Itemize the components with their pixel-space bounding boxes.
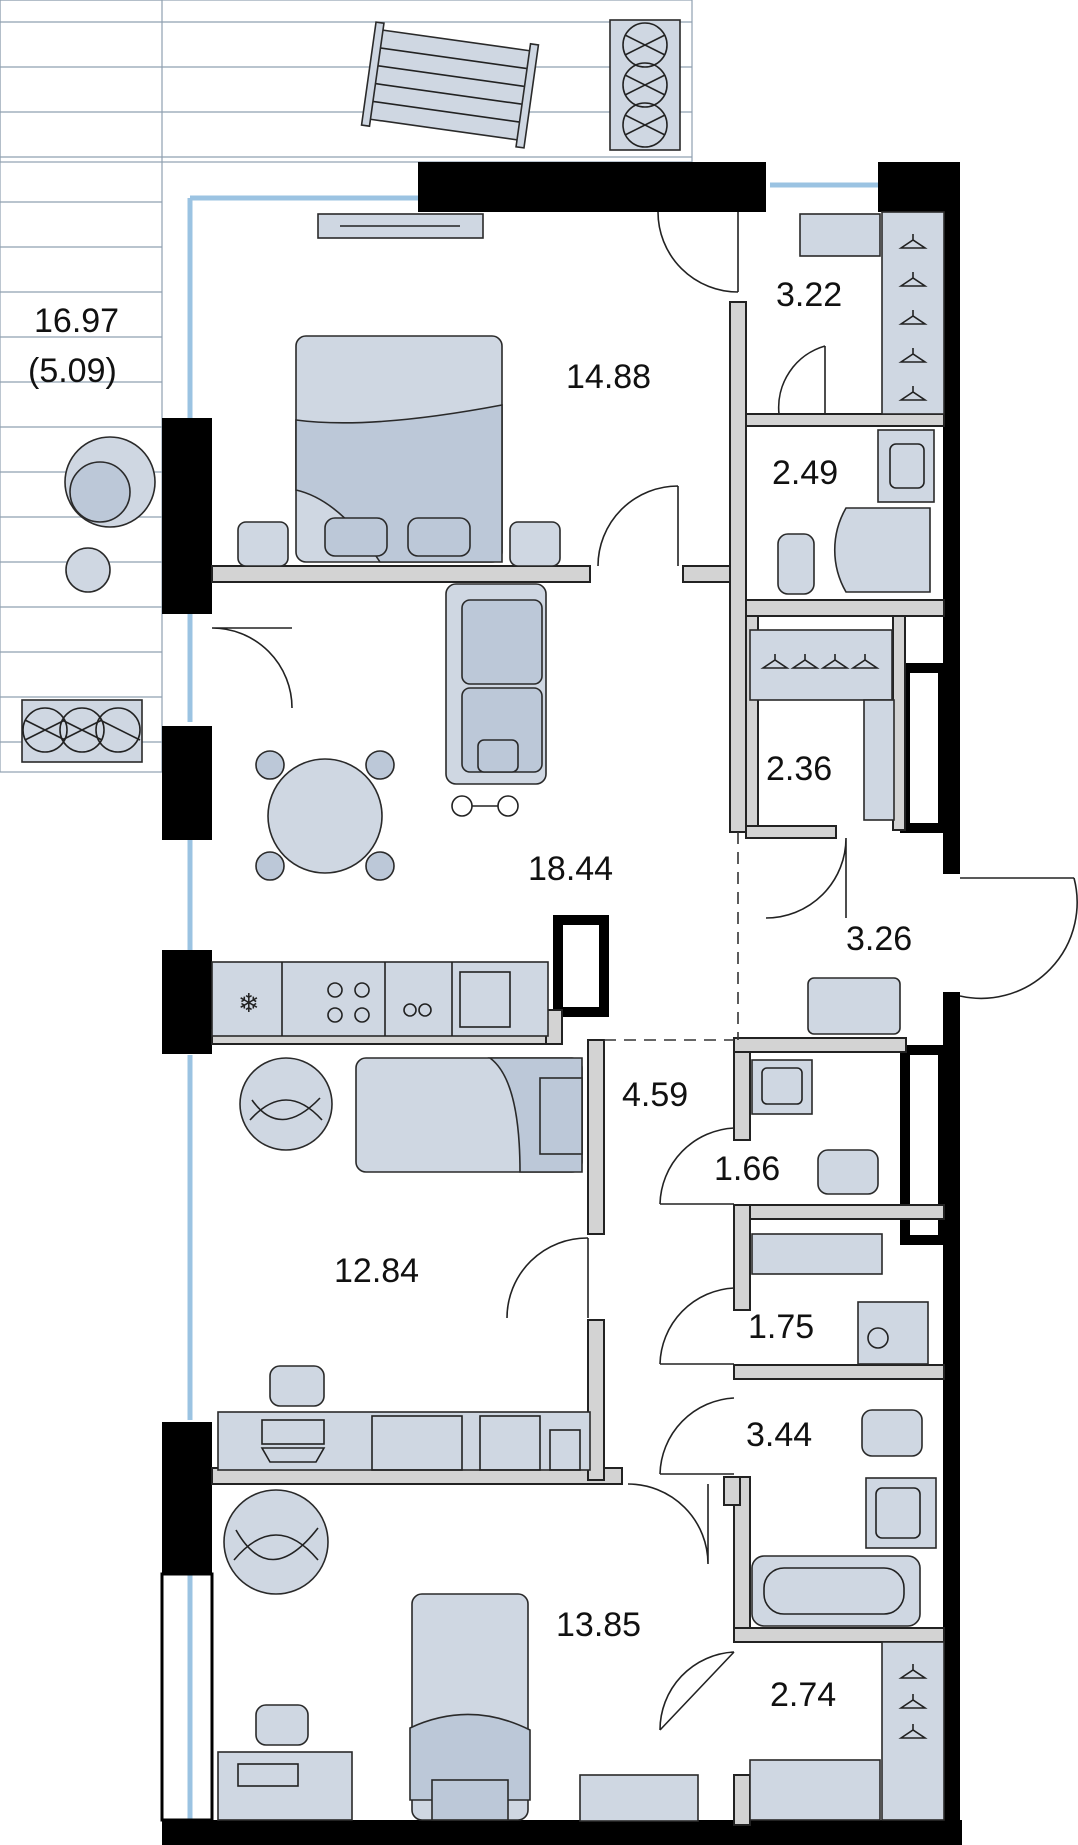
floor-lamp-icon	[451, 795, 519, 817]
closet-top-area-label: 3.22	[776, 276, 842, 314]
bench-icon	[807, 977, 901, 1035]
hanger-icon	[850, 654, 880, 669]
laundry-area-label: 1.75	[748, 1308, 814, 1346]
hanger-icon	[898, 272, 928, 287]
closet-bottom-area-label: 2.74	[770, 1676, 836, 1714]
armchair-icon	[239, 1057, 333, 1151]
hanger-icon	[790, 654, 820, 669]
closet-mid-area-label: 2.36	[766, 750, 832, 788]
toilet-icon	[817, 1149, 879, 1195]
zone-separator	[604, 832, 739, 1041]
exterior-walls	[160, 162, 962, 1845]
bed-icon	[355, 1057, 583, 1173]
bathroom-top-area-label: 2.49	[772, 454, 838, 492]
sink-icon	[877, 429, 935, 503]
hanger-icon	[898, 1694, 928, 1709]
bed-icon	[409, 1593, 531, 1821]
window-glazing	[187, 182, 880, 1838]
balcony-reduced-area-label: (5.09)	[28, 352, 117, 390]
bedroom-third-area-label: 13.85	[556, 1606, 641, 1644]
plant-icon	[21, 699, 143, 763]
balcony-area-label: 16.97	[34, 302, 119, 340]
desk-icon	[217, 1411, 591, 1471]
chair-icon	[255, 1704, 309, 1746]
sun-lounger-icon	[360, 21, 540, 149]
sink-icon	[865, 1477, 937, 1549]
side-table-icon	[65, 547, 111, 593]
toilet-icon	[861, 1409, 923, 1457]
tv-icon	[317, 213, 484, 239]
chair-icon	[269, 1365, 325, 1407]
shower-icon	[833, 507, 931, 593]
kitchen-counter-icon: ❄	[211, 961, 549, 1037]
dining-table-icon	[255, 750, 395, 881]
sofa-icon	[445, 583, 547, 785]
bathtub-icon	[751, 1555, 921, 1627]
hanger-icon	[760, 654, 790, 669]
hanger-icon	[898, 386, 928, 401]
sink-icon	[751, 1059, 813, 1115]
door-swing-icon	[211, 211, 1078, 1731]
corridor-area-label: 4.59	[622, 1076, 688, 1114]
hanger-icon	[898, 348, 928, 363]
interior-partitions	[211, 301, 945, 1826]
bathroom-bottom-area-label: 3.44	[746, 1416, 812, 1454]
armchair-icon	[223, 1489, 329, 1595]
armchair-icon	[64, 436, 156, 528]
shoe-rack-icon	[749, 213, 895, 1821]
hanger-icon	[898, 310, 928, 325]
bedroom-second-area-label: 12.84	[334, 1252, 419, 1290]
svg-text:❄: ❄	[238, 989, 260, 1019]
hanger-icon	[898, 1664, 928, 1679]
washing-machine-icon	[857, 1301, 929, 1365]
bedroom-main-area-label: 14.88	[566, 358, 651, 396]
toilet-icon	[777, 533, 815, 595]
hall-area-label: 3.26	[846, 920, 912, 958]
desk-icon	[217, 1751, 353, 1821]
toilet-area-label: 1.66	[714, 1150, 780, 1188]
hanger-icon	[749, 211, 945, 1821]
hanger-icon	[820, 654, 850, 669]
nightstand-icon	[237, 521, 561, 567]
hanger-icon	[898, 1724, 928, 1739]
plant-icon	[609, 19, 681, 151]
living-kitchen-area-label: 18.44	[528, 850, 613, 888]
storage-cabinet-icon	[751, 1233, 883, 1275]
cabinet-icon	[579, 1774, 699, 1822]
hanger-icon	[898, 234, 928, 249]
bed-icon	[295, 335, 503, 563]
